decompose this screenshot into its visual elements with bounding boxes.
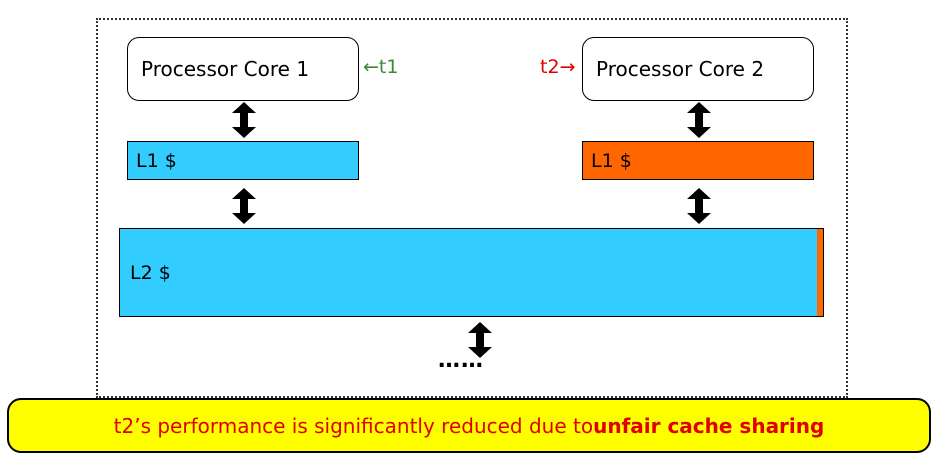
processor-core-2: Processor Core 2 bbox=[582, 37, 814, 101]
l1-left-l2-arrow-icon bbox=[232, 188, 256, 224]
system-boundary bbox=[96, 18, 848, 398]
l2-cache-label: L2 $ bbox=[130, 261, 171, 284]
banner-emphasis: unfair cache sharing bbox=[593, 413, 825, 438]
l2-shared-cache: L2 $ bbox=[119, 228, 824, 317]
conclusion-banner: t2’s performance is significantly reduce… bbox=[7, 398, 931, 453]
banner-text: t2’s performance is significantly reduce… bbox=[113, 413, 594, 438]
thread-t2-label: t2→ bbox=[540, 56, 576, 78]
lower-levels-ellipsis: …… bbox=[438, 348, 484, 373]
core2-l1-arrow-icon bbox=[687, 102, 711, 138]
l1-cache-core2: L1 $ bbox=[582, 141, 814, 180]
l2-memory-arrow-icon bbox=[468, 322, 492, 358]
l1-right-l2-arrow-icon bbox=[687, 188, 711, 224]
processor-core-1-label: Processor Core 1 bbox=[141, 57, 310, 81]
l2-core2-share-stripe bbox=[817, 229, 823, 316]
l1-cache-core1-label: L1 $ bbox=[136, 149, 177, 172]
core1-l1-arrow-icon bbox=[232, 102, 256, 138]
processor-core-2-label: Processor Core 2 bbox=[596, 57, 765, 81]
thread-t1-label: ←t1 bbox=[363, 56, 399, 78]
l1-cache-core2-label: L1 $ bbox=[591, 149, 632, 172]
processor-core-1: Processor Core 1 bbox=[127, 37, 359, 101]
l1-cache-core1: L1 $ bbox=[127, 141, 359, 180]
